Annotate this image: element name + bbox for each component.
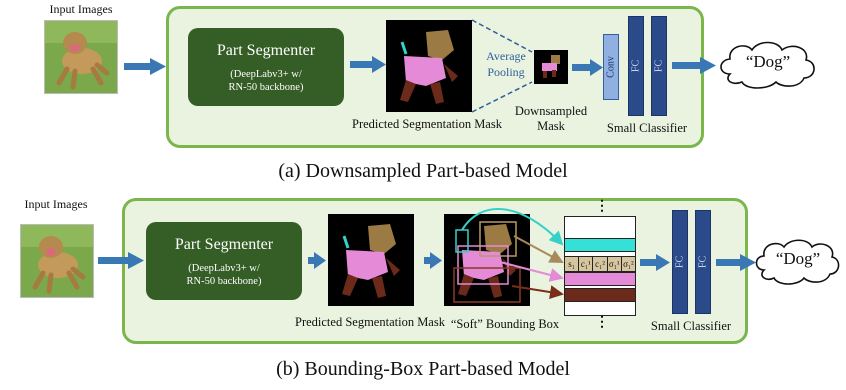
average-pooling-label: Average Pooling [478,48,534,80]
dog-photo-b [20,224,94,298]
fc-layer-1-b: FC [672,210,688,314]
output-cloud-a [720,41,815,89]
soft-bbox-mask [444,214,530,306]
feature-cell-c12: c₁² [593,257,608,271]
downsampled-caption: Downsampled Mask [506,104,596,134]
pool-line2: Pooling [487,65,525,79]
subcaption-b: (b) Bounding-Box Part-based Model [276,358,570,380]
mask-caption-b: Predicted Segmentation Mask [295,315,445,329]
dog-photo-a [44,20,118,94]
feature-row-legs [564,288,636,302]
input-images-label-a: Input Images [49,2,113,16]
fc-layer-1-a: FC [628,16,644,116]
segmenter-sub1-a: (DeepLabv3+ w/ [230,69,302,80]
fc-layer-2-a: FC [651,16,667,116]
segmentation-mask-b [328,214,414,306]
panel-a-arrows [124,56,716,76]
fc-layer-2-b: FC [695,210,711,314]
segmenter-sub2-a: RN-50 backbone) [228,82,304,93]
segmenter-sub2-b: RN-50 backbone) [186,276,262,287]
segmenter-title-b: Part Segmenter [174,236,274,253]
feature-row-ear [564,238,636,252]
output-label-b: “Dog” [775,249,821,268]
downsampled-line1: Downsampled [514,104,588,118]
downsampled-line2: Mask [537,119,565,133]
segmenter-title-a: Part Segmenter [216,42,316,59]
bbox-caption: “Soft” Bounding Box [450,317,560,331]
feature-row-torso [564,272,636,286]
part-segmenter-box-a: Part Segmenter (DeepLabv3+ w/ RN-50 back… [188,28,344,106]
downsampled-mask [534,50,568,84]
output-cloud-b [755,239,840,285]
feature-cell-sigma12: σ₁² [623,259,634,269]
pool-line1: Average [486,49,526,63]
feature-cell-s1: s₁ [565,257,580,271]
conv-layer: Conv [603,34,619,100]
mask-caption-a: Predicted Segmentation Mask [352,117,502,131]
segmenter-sub1-b: (DeepLabv3+ w/ [188,263,260,274]
feature-row-head: s₁ c₁¹ c₁² σ₁¹ σ₁² [564,256,636,272]
output-label-a: “Dog” [745,52,791,71]
segmentation-mask-a [386,20,472,112]
feature-cell-c11: c₁¹ [579,257,594,271]
classifier-caption-b: Small Classifier [650,319,732,333]
panel-a-connectors [471,19,533,113]
input-images-label-b: Input Images [24,197,88,211]
part-segmenter-box-b: Part Segmenter (DeepLabv3+ w/ RN-50 back… [146,222,302,300]
subcaption-a: (a) Downsampled Part-based Model [278,160,568,182]
classifier-caption-a: Small Classifier [606,121,688,135]
feature-cell-sigma11: σ₁¹ [608,257,622,271]
